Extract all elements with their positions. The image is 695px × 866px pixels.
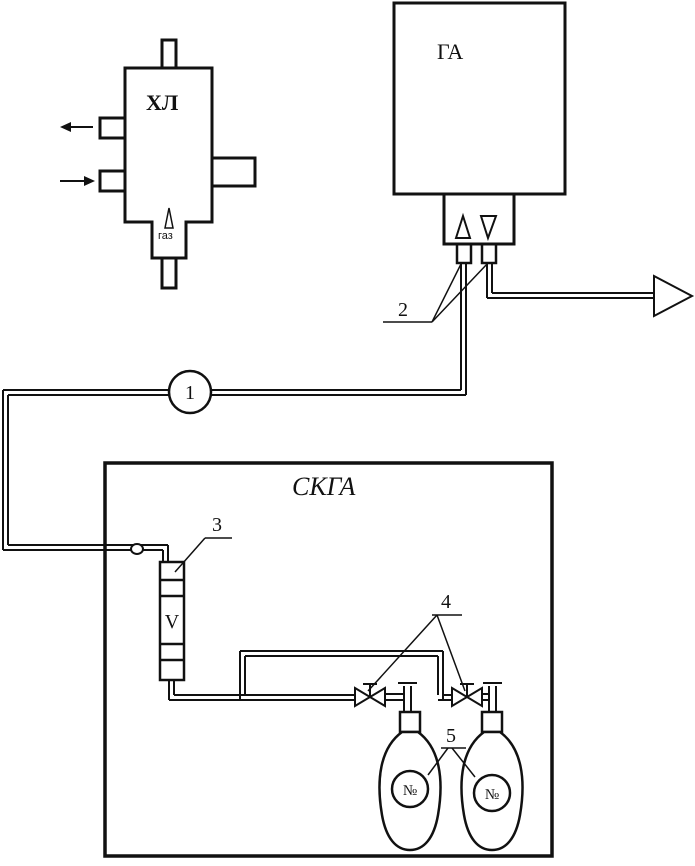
gas-analyzer-label: ГА (437, 39, 463, 64)
cylinder-a (378, 710, 442, 852)
pipe-junction-icon (130, 543, 144, 555)
exhaust-line (486, 263, 695, 318)
outlet-arrow-icon (60, 122, 71, 132)
chromatograph-block (98, 38, 257, 290)
callout-5-leader-b (451, 747, 476, 778)
callout-3-leaders (174, 537, 232, 573)
callout-5-leader-a (427, 747, 449, 776)
chromatograph-left-port-lower (98, 169, 129, 193)
cylinder-a-label-ring (390, 769, 430, 809)
gas-inlet-label: газ (158, 230, 173, 242)
cylinder-a-label: № (403, 783, 417, 799)
chromatograph-right-port (209, 156, 257, 188)
callout-1-label: 1 (185, 382, 195, 404)
inlet-arrow-icon (84, 176, 95, 186)
flowmeter-label: V (165, 611, 180, 633)
valve-b-right-icon (465, 686, 483, 708)
exhaust-arrow-icon (653, 274, 695, 318)
valve-a-right-icon (368, 686, 386, 708)
gas-analyzer-inlet-fitting (455, 242, 473, 265)
cylinder-b-neck (480, 710, 504, 734)
callout-1: 1 (167, 369, 213, 415)
gas-analyzer-port-icons (454, 212, 498, 242)
manifold-piping (168, 650, 452, 701)
valve-a (354, 682, 417, 712)
gas-analyzer-port-housing (442, 192, 516, 246)
cylinder-b-label-ring (472, 773, 512, 813)
cylinder-a-neck (398, 710, 422, 734)
valve-b-left-icon (451, 686, 469, 708)
callout-3-leader (174, 537, 206, 573)
chromatograph-bottom-port (160, 256, 178, 290)
chromatograph-left-port-upper (98, 116, 129, 140)
chromatograph-top-port (160, 38, 178, 70)
callout-1-circle (167, 369, 213, 415)
chromatograph-body (123, 66, 214, 260)
valve-a-left-icon (354, 686, 372, 708)
gas-analyzer-body (392, 1, 567, 196)
calibration-system-label: СКГА (292, 472, 355, 501)
callout-2-label: 2 (398, 299, 408, 321)
callout-4-leaders (367, 614, 466, 692)
gas-analyzer-block (392, 1, 567, 265)
cylinder-b (460, 710, 524, 852)
callout-4-leader-a (367, 614, 438, 692)
valve-b (451, 682, 502, 712)
cylinder-b-label: № (485, 787, 499, 803)
callout-2-leader-a (431, 263, 462, 323)
outlet-down-triangle-icon (479, 215, 498, 242)
callout-5-leaders (427, 747, 476, 778)
flowmeter (158, 560, 186, 682)
chromatograph-label: ХЛ (146, 90, 179, 115)
calibration-system-frame (103, 461, 554, 858)
gas-analyzer-outlet-fitting (480, 242, 498, 265)
callout-4-label: 4 (441, 591, 451, 613)
chromatograph-arrows (60, 122, 174, 229)
flowmeter-body (158, 560, 186, 682)
gas-inlet-arrow-icon (164, 207, 174, 229)
callout-3-label: 3 (212, 514, 222, 536)
callout-4-leader-b (436, 614, 466, 692)
supply-pipe (2, 263, 467, 562)
inlet-up-triangle-icon (454, 212, 472, 239)
callout-5-label: 5 (446, 725, 456, 747)
